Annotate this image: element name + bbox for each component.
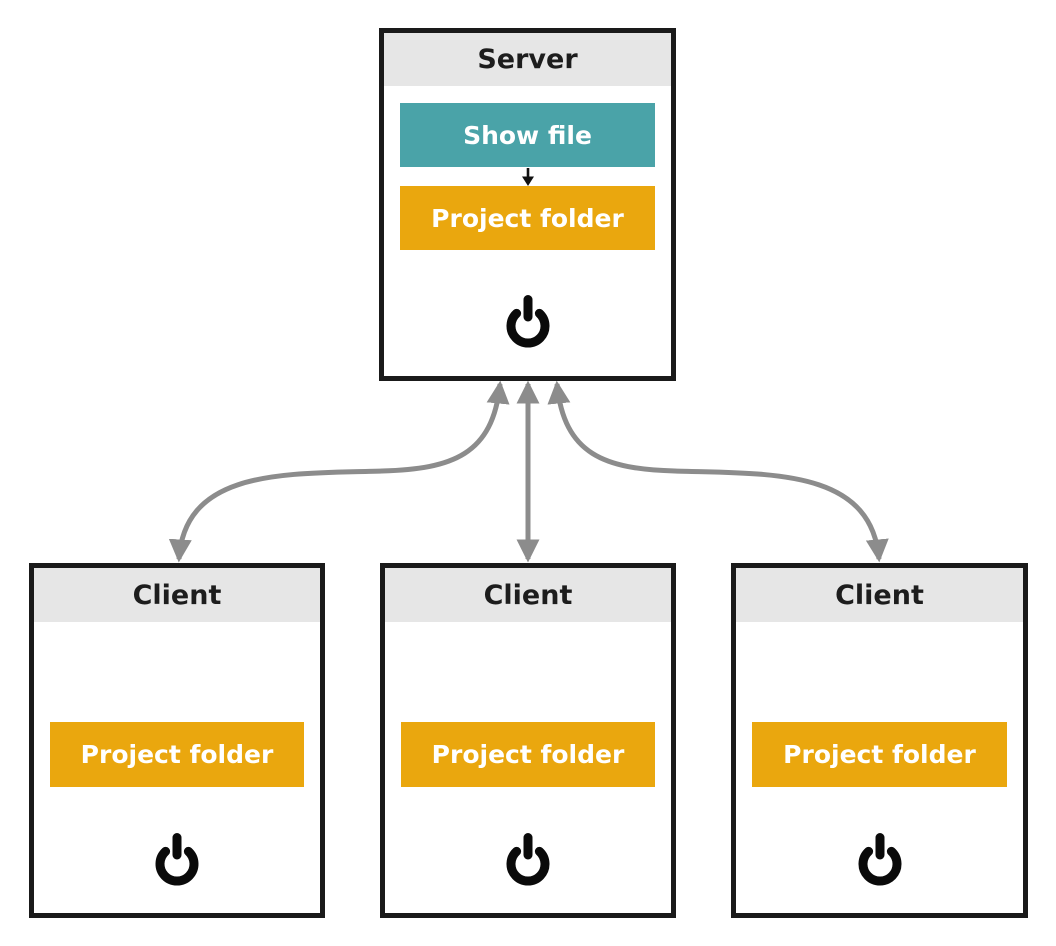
connector-server-to-right-client xyxy=(547,380,889,563)
client-project-folder-label: Project folder xyxy=(431,740,625,769)
power-icon xyxy=(506,295,549,348)
client-project-folder[interactable]: Project folder xyxy=(50,722,304,787)
arrow-down-icon xyxy=(384,168,671,186)
server-power-button[interactable] xyxy=(384,293,671,350)
connector-server-to-left-client xyxy=(168,380,510,563)
show-file-label: Show file xyxy=(463,120,592,150)
client-header: Client xyxy=(736,568,1023,622)
server-node: Server Show file Project folder xyxy=(379,28,676,381)
server-project-folder-label: Project folder xyxy=(431,203,624,233)
server-header: Server xyxy=(384,33,671,86)
power-icon xyxy=(155,833,199,886)
show-file-button[interactable]: Show file xyxy=(400,103,655,167)
client-project-folder-label: Project folder xyxy=(80,740,274,769)
client-node-2: Client Project folder xyxy=(380,563,676,918)
client-header: Client xyxy=(385,568,671,622)
client-power-button[interactable] xyxy=(385,831,671,888)
client-title: Client xyxy=(483,579,573,611)
client-header: Client xyxy=(34,568,320,622)
client-project-folder-label: Project folder xyxy=(783,740,976,769)
client-power-button[interactable] xyxy=(34,831,320,888)
client-node-3: Client Project folder xyxy=(731,563,1028,918)
client-power-button[interactable] xyxy=(736,831,1023,888)
server-project-folder[interactable]: Project folder xyxy=(400,186,655,250)
power-icon xyxy=(506,833,550,886)
power-icon xyxy=(858,833,901,886)
client-title: Client xyxy=(132,579,222,611)
client-title: Client xyxy=(835,579,924,611)
server-title: Server xyxy=(477,44,578,75)
client-node-1: Client Project folder xyxy=(29,563,325,918)
client-project-folder[interactable]: Project folder xyxy=(752,722,1007,787)
client-project-folder[interactable]: Project folder xyxy=(401,722,655,787)
